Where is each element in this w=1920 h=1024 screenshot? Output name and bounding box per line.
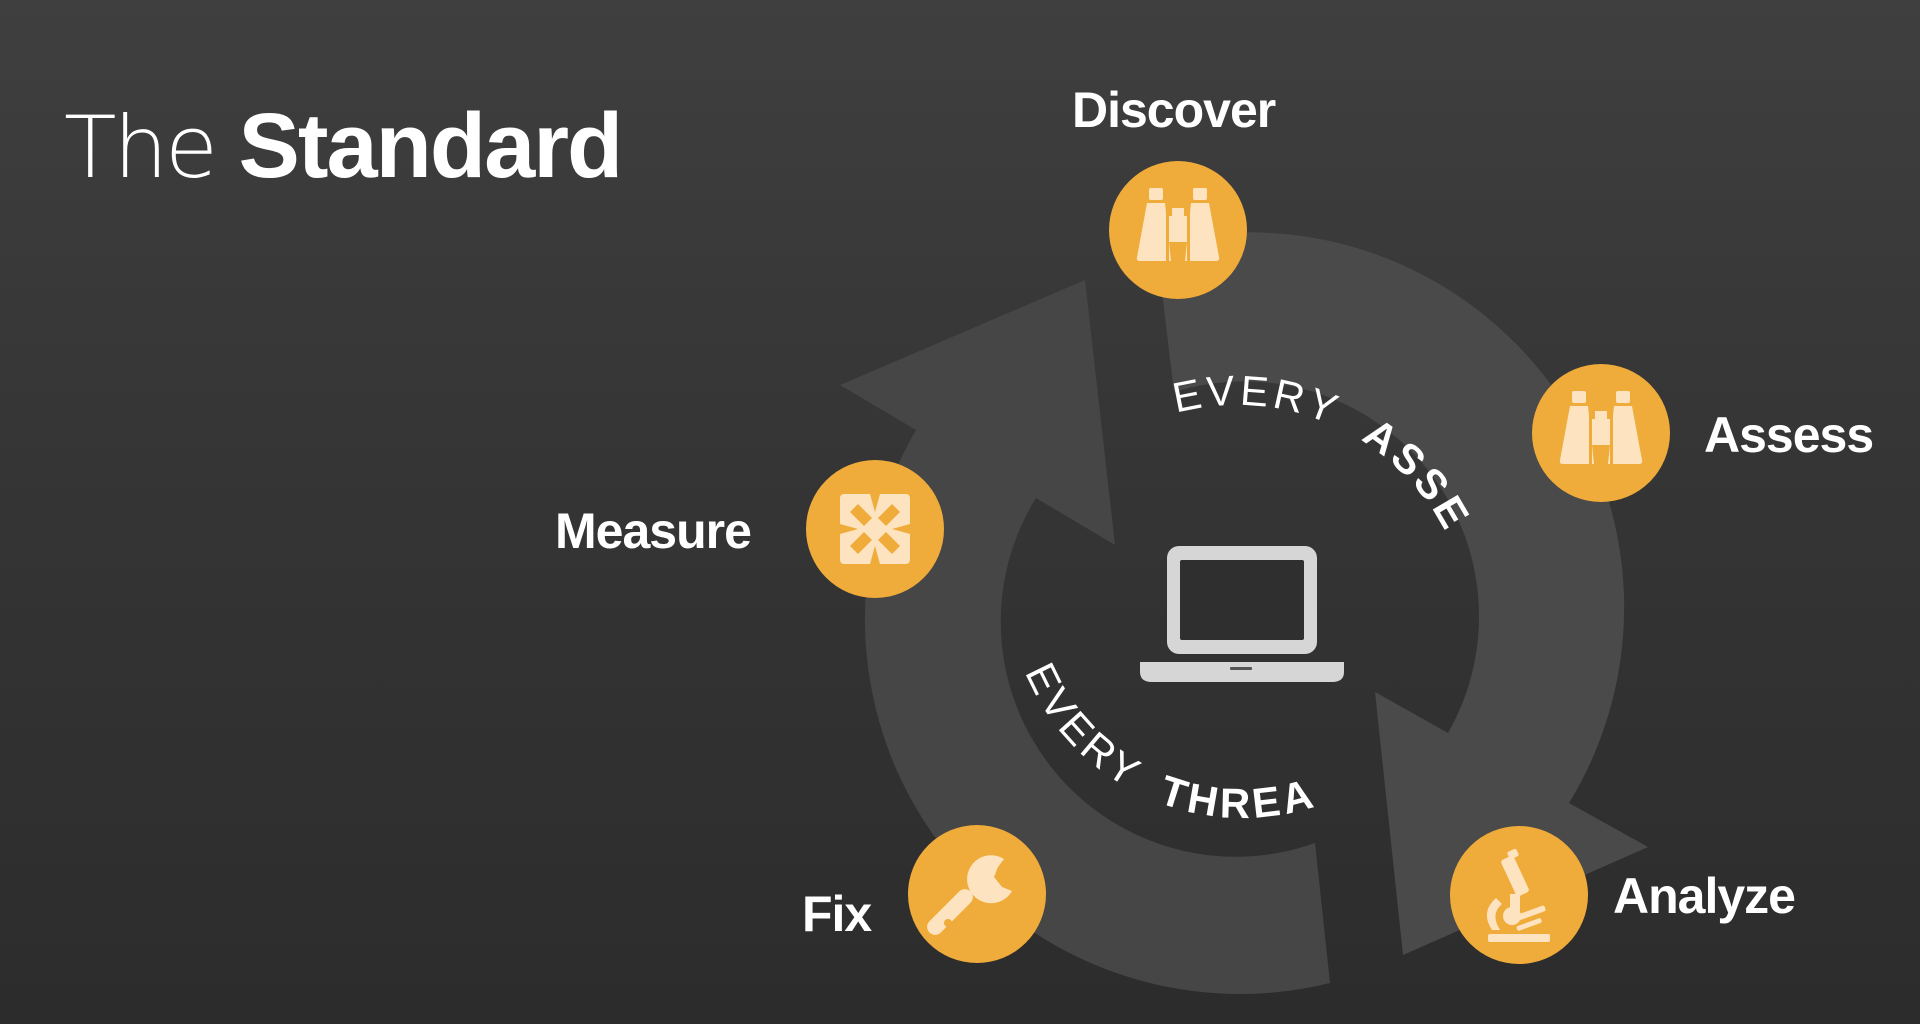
step-label-discover: Discover <box>1072 82 1276 138</box>
step-node-discover[interactable] <box>1109 161 1247 299</box>
step-node-measure[interactable] <box>806 460 944 598</box>
laptop-icon <box>1140 546 1344 682</box>
binoculars-icon <box>1559 391 1643 466</box>
step-node-analyze[interactable] <box>1450 826 1588 964</box>
page-title: The Standard <box>64 100 623 192</box>
step-node-assess[interactable] <box>1532 364 1670 502</box>
binoculars-icon <box>1136 188 1220 263</box>
step-label-analyze: Analyze <box>1613 868 1796 924</box>
title-light-word: The <box>64 98 218 198</box>
title-bold-word: Standard <box>238 95 624 197</box>
cycle-arrow-segment-2 <box>840 280 1330 994</box>
cycle-arrow-segment-1 <box>1160 232 1648 955</box>
step-node-fix[interactable] <box>908 825 1046 963</box>
microscope-icon <box>1486 848 1550 942</box>
wrench-icon <box>927 855 1012 935</box>
step-label-fix: Fix <box>802 886 872 942</box>
step-label-measure: Measure <box>555 503 752 559</box>
expand-arrows-icon <box>840 494 910 564</box>
step-label-assess: Assess <box>1704 407 1874 463</box>
